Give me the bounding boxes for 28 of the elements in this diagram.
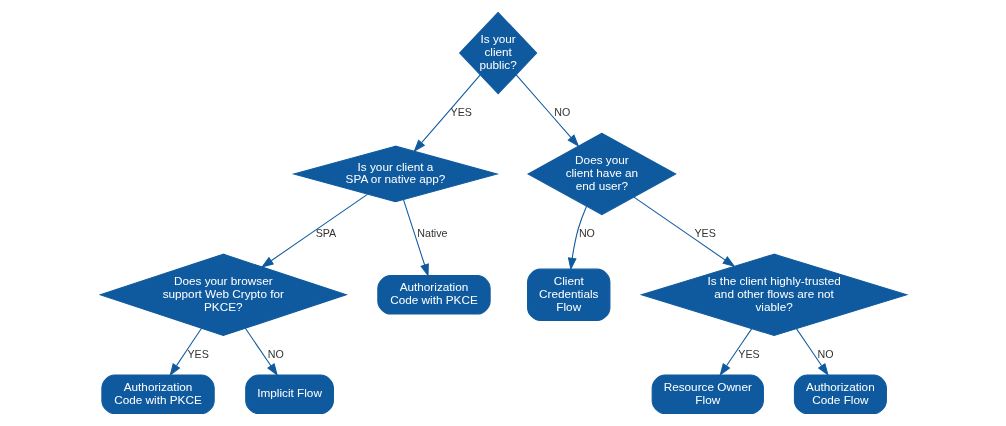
arrow — [412, 74, 481, 153]
node-diamond: Is your client a SPA or native app? — [291, 145, 499, 203]
arrow — [260, 193, 368, 268]
arrow — [168, 327, 202, 377]
edge-label: NO — [267, 347, 284, 360]
arrow — [402, 199, 429, 277]
node-box: Authorization Code with PKCE — [376, 275, 491, 315]
node-box: Authorization Code Flow — [793, 374, 887, 415]
edge-label: YES — [186, 347, 209, 360]
edge-label: NO — [816, 347, 833, 360]
edge-label: YES — [450, 106, 472, 119]
edge-label: SPA — [315, 227, 336, 240]
edge-label: Native — [416, 227, 448, 240]
arrow — [718, 328, 752, 377]
node-box: Client Credentials Flow — [526, 268, 610, 322]
edge-label: NO — [578, 227, 595, 240]
node-box: Resource Owner Flow — [651, 374, 764, 415]
node-box: Implicit Flow — [244, 374, 334, 415]
node-box: Authorization Code with PKCE — [100, 374, 215, 415]
node-diamond: Is your client public? — [458, 11, 537, 95]
edge-label: YES — [693, 227, 716, 240]
edge-label: YES — [737, 347, 760, 360]
arrow — [795, 328, 829, 377]
arrow — [515, 74, 579, 147]
edge-label: NO — [553, 106, 570, 119]
arrow — [244, 327, 278, 377]
arrow — [567, 205, 587, 271]
arrow — [632, 196, 735, 268]
